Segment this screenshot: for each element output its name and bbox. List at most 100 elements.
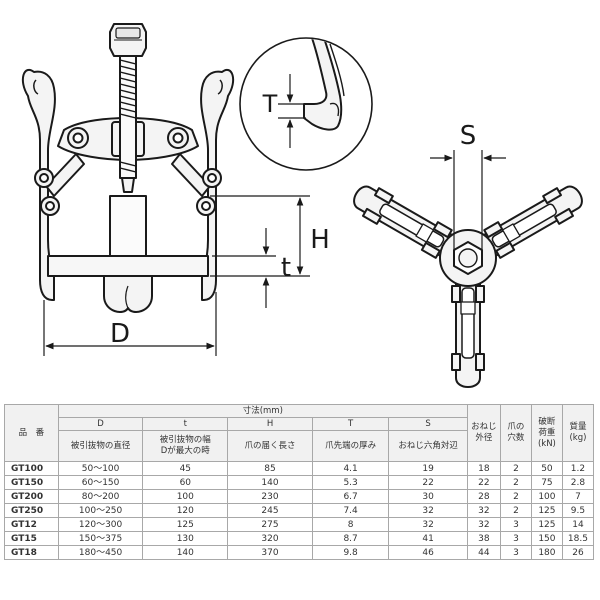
header-sym-H: H xyxy=(227,417,313,431)
table-cell: 1.2 xyxy=(561,461,595,476)
table-cell: 180 xyxy=(530,545,563,560)
table-cell: 3 xyxy=(499,531,532,546)
table-cell: 18.5 xyxy=(561,531,595,546)
table-cell: 50 xyxy=(530,461,563,476)
table-cell: 26 xyxy=(561,545,595,560)
header-model: 品 番 xyxy=(4,404,59,462)
three-jaw-top-view xyxy=(353,185,583,388)
table-cell: 8 xyxy=(311,517,390,532)
table-cell: 125 xyxy=(530,517,563,532)
table-cell: 7 xyxy=(561,489,595,504)
header-sym-D: D xyxy=(57,417,144,431)
label-S: S xyxy=(460,121,477,151)
table-cell: 30 xyxy=(388,489,468,504)
table-cell-model: GT200 xyxy=(4,489,59,504)
table-cell: 14 xyxy=(561,517,595,532)
table-cell: 32 xyxy=(466,517,501,532)
table-cell: 2.8 xyxy=(561,475,595,490)
label-H: H xyxy=(310,225,330,255)
jaw-bar xyxy=(47,255,209,277)
left-link-arm xyxy=(45,153,85,197)
target-shaft xyxy=(103,275,153,313)
table-cell: 3 xyxy=(499,545,532,560)
header-sym-T: T xyxy=(311,417,390,431)
front-dimensions xyxy=(43,195,310,356)
table-cell: 120～300 xyxy=(57,517,144,532)
table-cell: 28 xyxy=(466,489,501,504)
table-cell: 22 xyxy=(466,475,501,490)
table-cell: 3 xyxy=(499,517,532,532)
table-cell: 7.4 xyxy=(311,503,390,518)
header-jaw-holes: 爪の 穴数 xyxy=(499,404,532,462)
table-cell: 180～450 xyxy=(57,545,144,560)
table-cell: 80～200 xyxy=(57,489,144,504)
table-cell: 2 xyxy=(499,475,532,490)
table-cell-model: GT100 xyxy=(4,461,59,476)
header-desc-H: 爪の届く長さ xyxy=(227,430,313,462)
table-cell: 85 xyxy=(227,461,313,476)
table-cell: 230 xyxy=(227,489,313,504)
hex-dimension xyxy=(430,150,506,250)
table-cell: 38 xyxy=(466,531,501,546)
target-cylinder xyxy=(109,195,147,259)
table-cell: 150～375 xyxy=(57,531,144,546)
table-cell: 2 xyxy=(499,489,532,504)
header-desc-S: おねじ六角対辺 xyxy=(388,430,468,462)
table-cell: 125 xyxy=(530,503,563,518)
table-cell: 150 xyxy=(530,531,563,546)
header-sym-S: S xyxy=(388,417,468,431)
table-cell: 60～150 xyxy=(57,475,144,490)
table-cell: 125 xyxy=(142,517,229,532)
table-cell: 45 xyxy=(142,461,229,476)
header-mass: 質量 (kg) xyxy=(561,404,595,462)
label-D: D xyxy=(110,319,130,349)
label-T: T xyxy=(262,90,278,118)
table-cell: 2 xyxy=(499,461,532,476)
table-cell: 100 xyxy=(530,489,563,504)
table-cell: 9.8 xyxy=(311,545,390,560)
specification-table: 品 番 寸法(mm) おねじ 外径 爪の 穴数 破断 荷重 (kN) 質量 (k… xyxy=(4,404,595,560)
table-cell-model: GT250 xyxy=(4,503,59,518)
table-cell: 320 xyxy=(227,531,313,546)
table-cell: 32 xyxy=(388,517,468,532)
table-cell: 245 xyxy=(227,503,313,518)
header-desc-D: 被引抜物の直径 xyxy=(57,430,144,462)
table-cell: 2 xyxy=(499,503,532,518)
table-cell: 44 xyxy=(466,545,501,560)
table-cell-model: GT15 xyxy=(4,531,59,546)
label-t: t xyxy=(281,253,291,283)
header-desc-T: 爪先端の厚み xyxy=(311,430,390,462)
table-cell: 130 xyxy=(142,531,229,546)
table-cell: 370 xyxy=(227,545,313,560)
table-cell: 140 xyxy=(227,475,313,490)
table-cell: 120 xyxy=(142,503,229,518)
table-cell: 18 xyxy=(466,461,501,476)
header-thread-diameter: おねじ 外径 xyxy=(466,404,501,462)
table-cell: 5.3 xyxy=(311,475,390,490)
puller-front-view xyxy=(21,23,235,313)
header-dimensions: 寸法(mm) xyxy=(57,404,468,418)
table-cell: 4.1 xyxy=(311,461,390,476)
table-cell: 32 xyxy=(466,503,501,518)
jaw-tip-detail: T xyxy=(239,37,373,171)
table-cell: 140 xyxy=(142,545,229,560)
table-cell-model: GT150 xyxy=(4,475,59,490)
table-cell: 100 xyxy=(142,489,229,504)
table-cell: 22 xyxy=(388,475,468,490)
header-desc-t: 被引抜物の幅 Dが最大の時 xyxy=(142,430,229,462)
table-cell: 9.5 xyxy=(561,503,595,518)
right-link-arm xyxy=(171,153,211,197)
table-cell: 41 xyxy=(388,531,468,546)
table-cell: 8.7 xyxy=(311,531,390,546)
table-cell: 32 xyxy=(388,503,468,518)
table-cell: 60 xyxy=(142,475,229,490)
table-cell: 75 xyxy=(530,475,563,490)
